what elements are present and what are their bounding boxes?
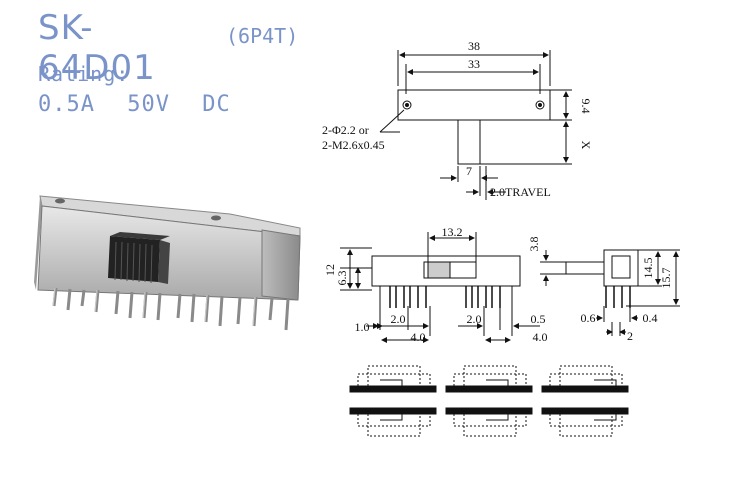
top-travel: 2.0TRAVEL (490, 185, 551, 199)
hole-note-2: 2-M2.6x0.45 (322, 138, 385, 152)
side-pin-right: 0.4 (643, 311, 658, 325)
front-pitch-2: 2.0 (467, 312, 482, 326)
rating-current: 0.5A (38, 92, 95, 117)
front-view-pins (389, 286, 501, 308)
circuit-diagram-3 (541, 365, 629, 437)
front-pin-width: 0.5 (531, 312, 546, 326)
top-width-inner: 33 (468, 57, 480, 71)
switch-photo (34, 195, 301, 331)
front-edge-left: 1.0 (355, 320, 370, 334)
pole-throw-config: (6P4T) (226, 24, 299, 48)
hole-note-1: 2-Φ2.2 or (322, 123, 369, 137)
rating-voltage: 50V (127, 92, 170, 117)
front-height-total: 12 (323, 264, 337, 276)
front-height-body: 6.3 (335, 271, 349, 286)
side-pin-pitch: 2 (627, 329, 633, 343)
rating-values: 0.5A 50V DC (38, 92, 249, 117)
side-view-drawing (540, 249, 680, 336)
top-width-outer: 38 (468, 39, 480, 53)
front-view-drawing (340, 232, 540, 343)
front-actuator-w: 13.2 (442, 225, 463, 239)
side-pin-left: 0.6 (581, 311, 596, 325)
rating-label: Rating: (38, 62, 130, 86)
top-height: 9.4 (579, 99, 593, 114)
side-actuator-h: 3.8 (527, 237, 541, 252)
front-span-left: 4.0 (411, 330, 426, 344)
side-view-pins (605, 286, 631, 308)
top-view-drawing (379, 50, 572, 200)
top-actuator-w: 7 (466, 164, 472, 178)
model-number: SK-64D01 (38, 8, 156, 88)
side-height-total: 15.7 (659, 268, 673, 289)
front-pitch-1: 2.0 (391, 312, 406, 326)
circuit-diagram-2 (445, 365, 533, 437)
side-height-body: 14.5 (641, 258, 655, 279)
circuit-diagram-1 (349, 365, 437, 437)
front-span-right: 4.0 (533, 330, 548, 344)
rating-type: DC (202, 92, 231, 117)
top-actuator-x: X (579, 141, 593, 150)
